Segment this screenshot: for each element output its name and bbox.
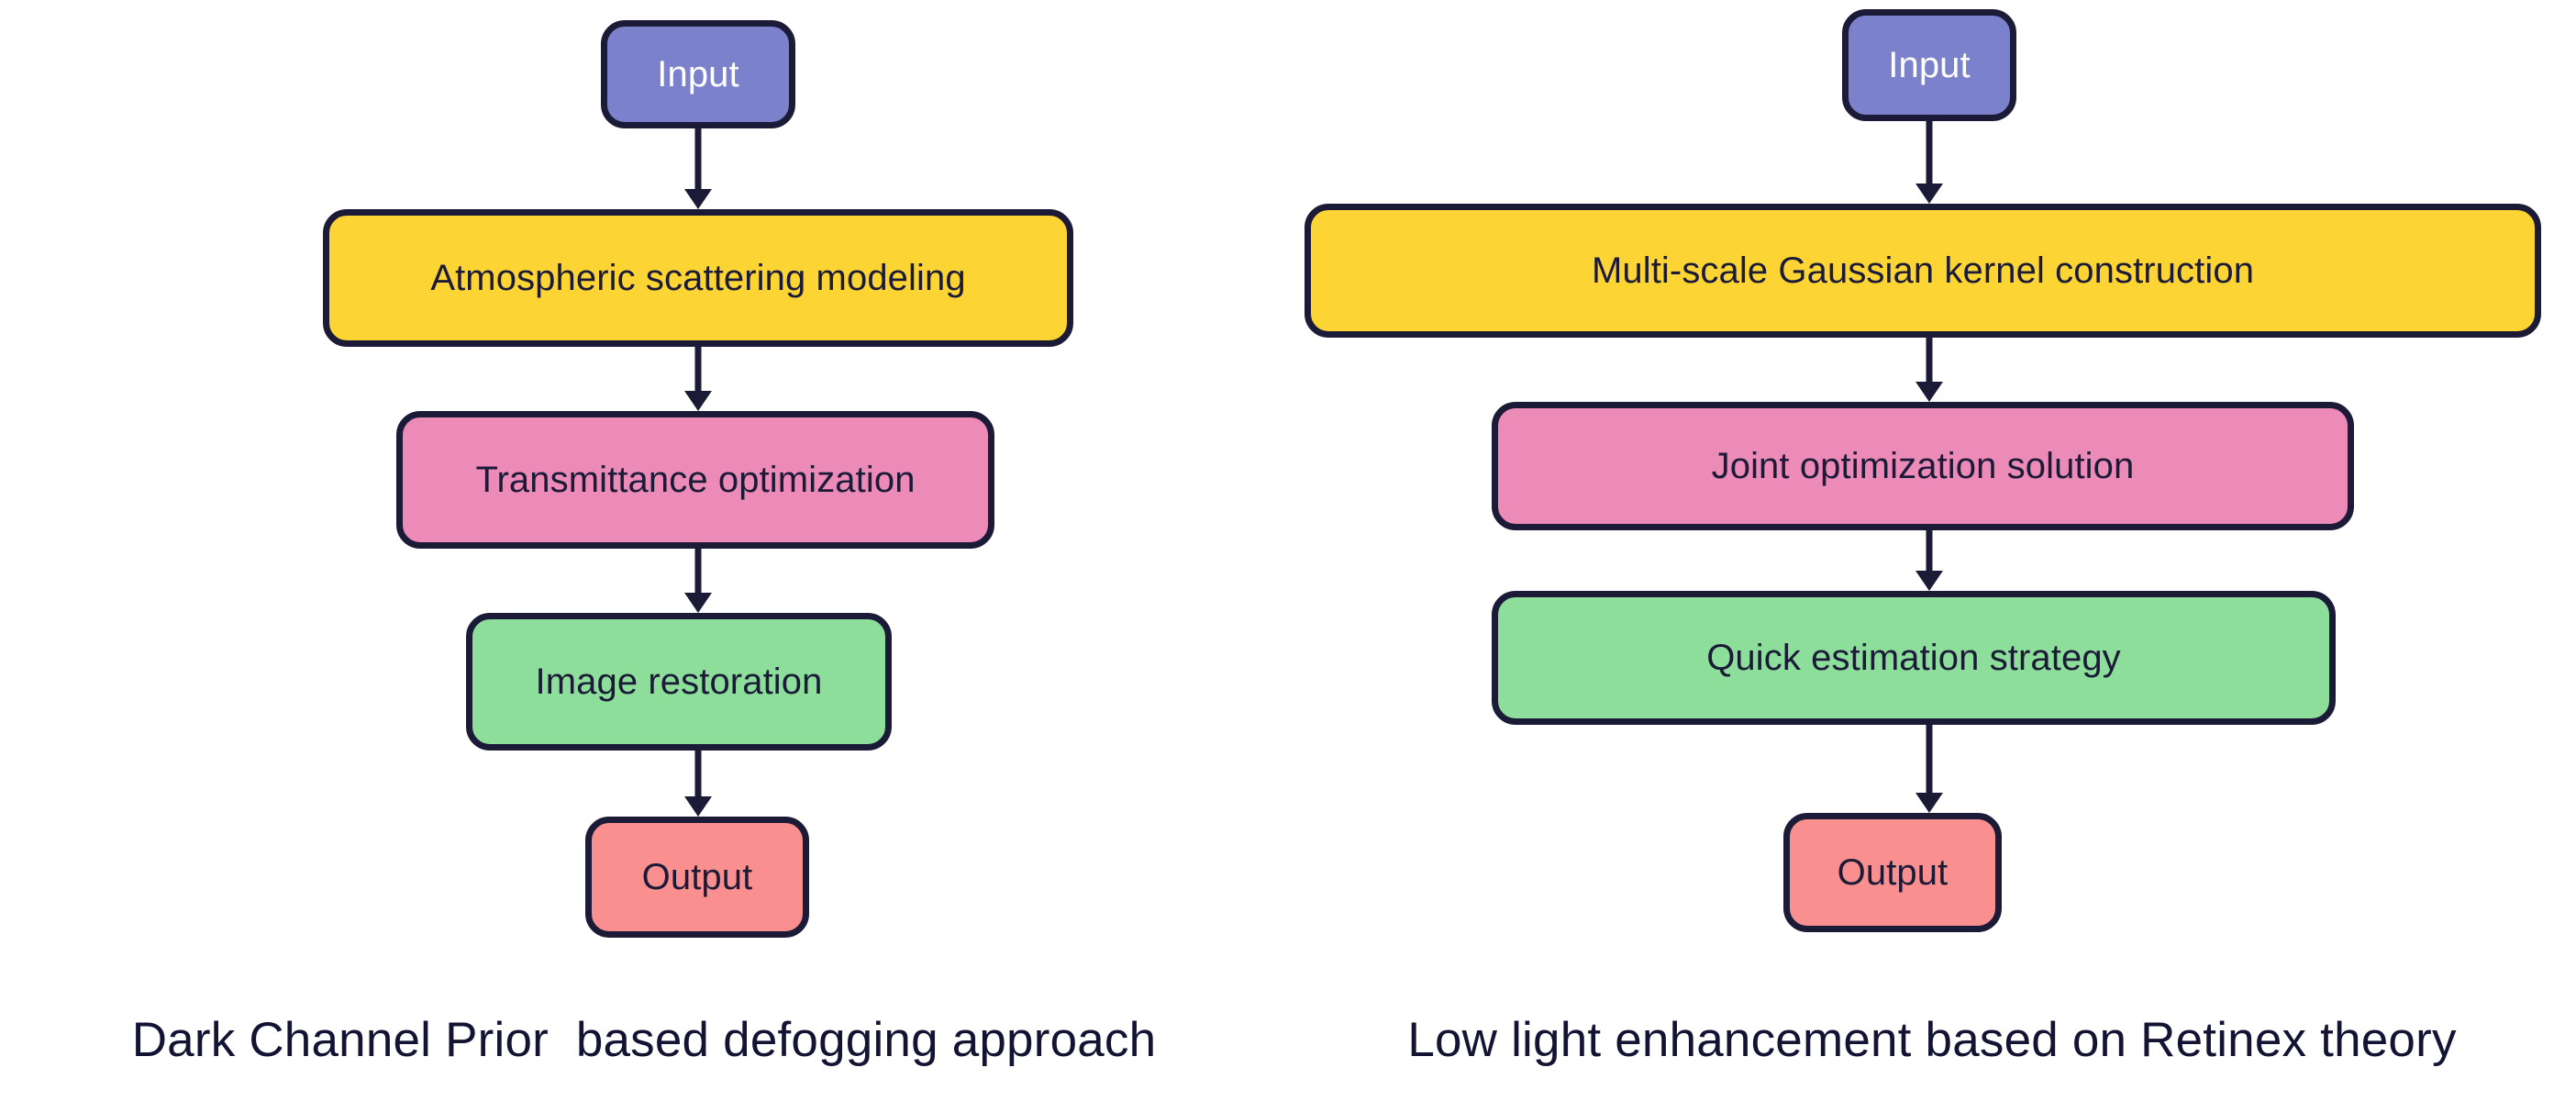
arrow-shaft [1926, 338, 1933, 382]
arrow-input-to-step-1 [684, 128, 712, 209]
arrow-step-2-to-step-3 [684, 549, 712, 613]
node-input[interactable]: Input [601, 20, 795, 128]
arrow-shaft [694, 751, 702, 796]
node-step-3[interactable]: Image restoration [466, 613, 892, 751]
node-step-1[interactable]: Multi-scale Gaussian kernel construction [1305, 204, 2541, 338]
arrow-head-icon [1915, 571, 1943, 591]
arrow-head-icon [684, 189, 712, 209]
panel-dark-channel-prior: Input Atmospheric scattering modeling Tr… [131, 20, 1157, 1067]
arrow-shaft [1926, 121, 1933, 184]
arrow-shaft [694, 347, 702, 391]
arrow-step-1-to-step-2 [1915, 338, 1943, 402]
arrow-step-2-to-step-3 [1915, 530, 1943, 591]
arrow-shaft [1926, 530, 1933, 571]
node-step-1[interactable]: Atmospheric scattering modeling [323, 209, 1073, 347]
arrow-shaft [694, 128, 702, 189]
panel-caption: Low light enhancement based on Retinex t… [1407, 1013, 2457, 1067]
arrow-head-icon [684, 391, 712, 411]
arrow-input-to-step-1 [1915, 121, 1943, 204]
arrow-head-icon [1915, 793, 1943, 813]
arrow-shaft [1926, 725, 1933, 793]
node-step-2[interactable]: Joint optimization solution [1492, 402, 2354, 530]
arrow-step-1-to-step-2 [684, 347, 712, 411]
node-output[interactable]: Output [585, 817, 809, 938]
arrow-shaft [694, 549, 702, 593]
panel-retinex-low-light: Input Multi-scale Gaussian kernel constr… [1288, 0, 2576, 1101]
arrow-head-icon [1915, 382, 1943, 402]
node-step-2[interactable]: Transmittance optimization [396, 411, 994, 549]
arrow-head-icon [684, 796, 712, 817]
arrow-step-3-to-output [1915, 725, 1943, 813]
arrow-head-icon [684, 593, 712, 613]
node-input[interactable]: Input [1842, 9, 2016, 121]
arrow-head-icon [1915, 184, 1943, 204]
panel-caption: Dark Channel Prior based defogging appro… [131, 1013, 1157, 1067]
node-step-3[interactable]: Quick estimation strategy [1492, 591, 2336, 725]
arrow-step-3-to-output [684, 751, 712, 817]
node-output[interactable]: Output [1783, 813, 2002, 932]
